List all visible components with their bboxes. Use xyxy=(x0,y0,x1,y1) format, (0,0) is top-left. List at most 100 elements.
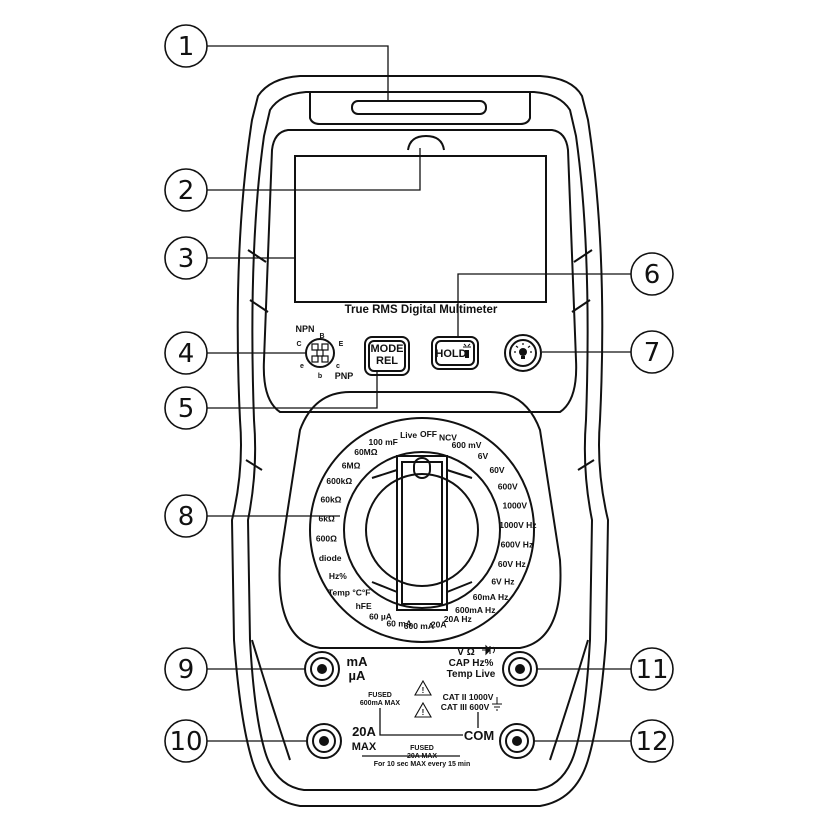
rel-label: REL xyxy=(376,355,398,367)
dial-position-label: Live xyxy=(400,430,417,440)
hold-button[interactable]: HOLD xyxy=(431,336,479,370)
svg-text:10: 10 xyxy=(169,727,202,757)
pin-e-bottom-label: e xyxy=(300,363,304,370)
svg-text:!: ! xyxy=(422,708,425,717)
dial-position-label: OFF xyxy=(420,429,437,439)
callout-8: 8 xyxy=(164,494,208,538)
dial-position-label: 600V xyxy=(498,482,518,492)
jack-com[interactable] xyxy=(499,723,535,759)
dial-position-label: 100 mF xyxy=(369,437,398,447)
pin-e-right-label: E xyxy=(339,341,344,348)
cap-hz-label: CAP Hz% xyxy=(449,658,494,669)
20a-label: 20A xyxy=(352,724,376,739)
fused-ma-line2: 600mA MAX xyxy=(360,700,401,707)
warning-icon: ! xyxy=(414,679,432,696)
dial-position-label: Temp °C°F xyxy=(328,588,371,598)
dial-position-label: 60mA Hz xyxy=(473,592,509,602)
dial-position-label: 60 µA xyxy=(369,612,392,622)
callout-2: 2 xyxy=(164,168,208,212)
dial-position-label: 600 mV xyxy=(452,440,482,450)
pin-b-bottom-label: b xyxy=(318,373,322,380)
dial-position-label: 1000V xyxy=(503,500,528,510)
pin-b-top-label: B xyxy=(319,333,324,340)
svg-text:8: 8 xyxy=(178,502,195,532)
callout-10: 10 xyxy=(164,719,208,763)
svg-text:5: 5 xyxy=(178,394,195,424)
fused-a-line3: For 10 sec MAX every 15 min xyxy=(374,761,471,768)
backlight-button[interactable] xyxy=(504,334,542,372)
dial-position-label: diode xyxy=(319,553,342,563)
callout-4: 4 xyxy=(164,331,208,375)
diode-continuity-icon xyxy=(482,644,495,656)
cat-ii-label: CAT II 1000V xyxy=(443,692,494,702)
dial-position-label: Hz% xyxy=(329,571,347,581)
dial-position-label: NCV xyxy=(439,433,457,443)
jack-20a[interactable] xyxy=(306,723,342,759)
svg-text:6: 6 xyxy=(644,260,661,290)
dial-position-label: 60kΩ xyxy=(321,494,342,504)
device-title: True RMS Digital Multimeter xyxy=(345,304,498,316)
fused-a-line2: 20A MAX xyxy=(407,753,437,760)
dial-position-label: 6kΩ xyxy=(319,514,335,524)
dial-position-label: 600kΩ xyxy=(326,476,352,486)
temp-live-label: Temp Live xyxy=(447,669,496,680)
dial-position-label: 600mA Hz xyxy=(455,605,495,615)
callout-11: 11 xyxy=(630,647,674,691)
dial-position-label: 600Ω xyxy=(316,534,337,544)
pnp-label: PNP xyxy=(335,371,354,381)
pin-c-left-label: C xyxy=(296,341,301,348)
warning-icon: ! xyxy=(414,701,432,718)
dial-position-label: 20A xyxy=(431,620,447,630)
callout-3: 3 xyxy=(164,236,208,280)
dial-position-label: 600 mA xyxy=(404,621,434,631)
svg-text:1: 1 xyxy=(178,32,195,62)
dial-position-label: 20A Hz xyxy=(444,614,472,624)
svg-text:4: 4 xyxy=(178,339,195,369)
svg-text:!: ! xyxy=(422,686,425,695)
jack-ma-ua[interactable] xyxy=(304,651,340,687)
callout-5: 5 xyxy=(164,386,208,430)
ma-label: mA xyxy=(347,654,369,669)
svg-text:9: 9 xyxy=(178,655,195,685)
mode-rel-button[interactable]: MODE REL xyxy=(364,336,410,376)
dial-position-label: 600V Hz xyxy=(501,540,534,550)
dial-position-label: 60MΩ xyxy=(354,447,378,457)
hold-label: HOLD xyxy=(435,348,466,360)
v-ohm-label: V Ω xyxy=(457,647,474,658)
fused-ma-line1: FUSED xyxy=(368,692,392,699)
svg-text:3: 3 xyxy=(178,244,195,274)
backlight-icon xyxy=(463,343,471,358)
dial-position-label: 60V Hz xyxy=(498,559,526,569)
dial-position-label: 1000V Hz xyxy=(499,520,536,530)
svg-text:2: 2 xyxy=(178,176,195,206)
cat-iii-label: CAT III 600V xyxy=(441,702,490,712)
callout-7: 7 xyxy=(630,330,674,374)
callout-6: 6 xyxy=(630,252,674,296)
dial-position-label: 6MΩ xyxy=(342,460,361,470)
com-label: COM xyxy=(464,728,494,743)
mode-label: MODE xyxy=(371,343,404,355)
callout-leaders xyxy=(200,45,638,742)
dial-position-label: 6V xyxy=(478,451,489,461)
callout-12: 12 xyxy=(630,719,674,763)
dial-position-label: 60 mA xyxy=(386,618,412,628)
npn-label: NPN xyxy=(295,324,314,334)
dial-position-label: 6V Hz xyxy=(491,577,514,587)
callout-9: 9 xyxy=(164,647,208,691)
pin-c-bottom-label: c xyxy=(336,363,340,370)
ground-icon xyxy=(492,697,502,711)
fused-a-line1: FUSED xyxy=(410,745,434,752)
jack-v-ohm[interactable] xyxy=(502,651,538,687)
dial-position-label: 60V xyxy=(489,465,504,475)
svg-text:7: 7 xyxy=(644,338,661,368)
ua-label: µA xyxy=(349,668,366,683)
svg-text:11: 11 xyxy=(635,655,668,685)
dial-position-label: hFE xyxy=(356,601,372,611)
max-label: MAX xyxy=(352,741,377,753)
callout-1: 1 xyxy=(164,24,208,68)
svg-text:12: 12 xyxy=(635,727,668,757)
